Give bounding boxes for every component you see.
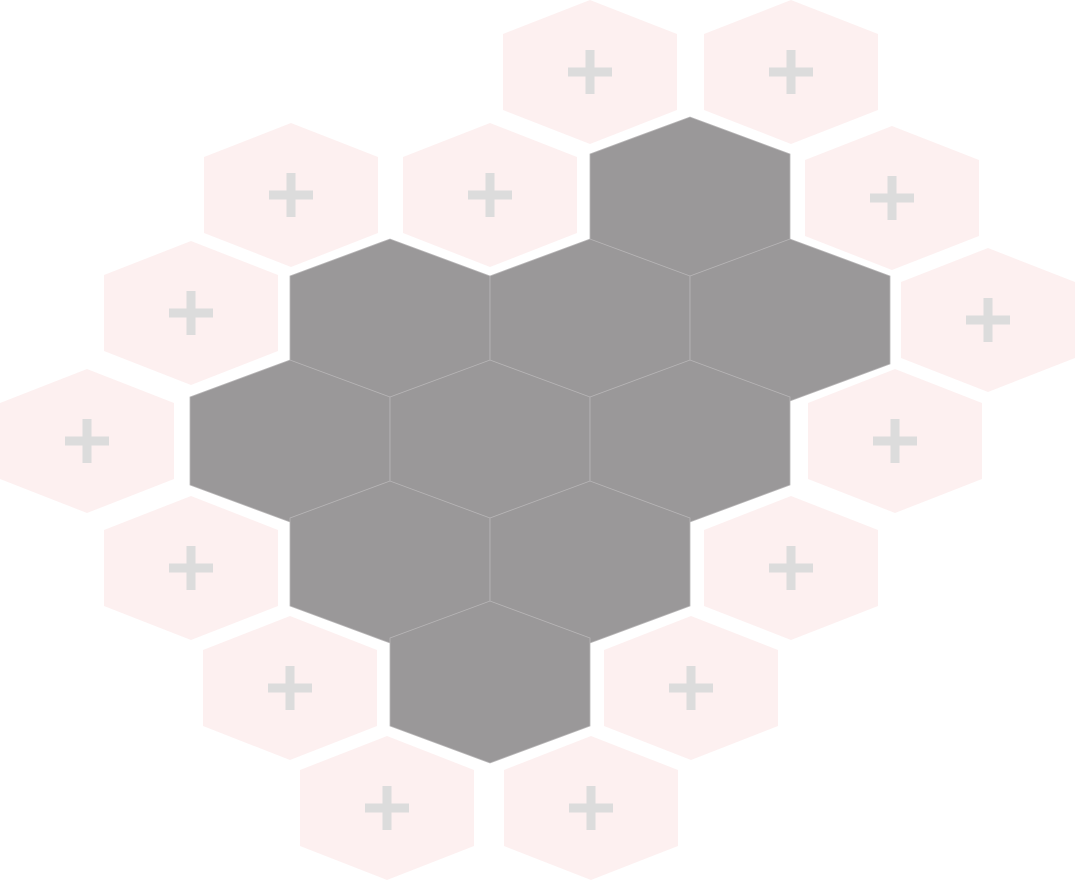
- empty-hex-slot[interactable]: [808, 369, 982, 513]
- empty-hex-slot-shape: [604, 616, 778, 760]
- empty-hex-slot[interactable]: [0, 369, 174, 513]
- empty-hex-slot[interactable]: [104, 496, 278, 640]
- empty-hex-slot-shape: [808, 369, 982, 513]
- empty-hex-slot-shape: [901, 248, 1075, 392]
- empty-hex-slot[interactable]: [805, 126, 979, 270]
- empty-hex-slot[interactable]: [403, 123, 577, 267]
- empty-hex-slot-shape: [204, 123, 378, 267]
- empty-hex-slot[interactable]: [504, 736, 678, 880]
- empty-hex-slot-shape: [0, 369, 174, 513]
- empty-hex-slot-shape: [104, 496, 278, 640]
- empty-hex-slot-shape: [104, 241, 278, 385]
- empty-hex-slot[interactable]: [604, 616, 778, 760]
- empty-hex-slot[interactable]: [901, 248, 1075, 392]
- placed-tiles-layer: [189, 116, 891, 764]
- empty-hex-slot-shape: [504, 736, 678, 880]
- empty-hex-slot-shape: [403, 123, 577, 267]
- empty-hex-slot-shape: [300, 736, 474, 880]
- empty-hex-slot-shape: [503, 0, 677, 144]
- empty-hex-slot[interactable]: [503, 0, 677, 144]
- empty-hex-slot[interactable]: [203, 616, 377, 760]
- empty-hex-slot[interactable]: [704, 496, 878, 640]
- empty-hex-slot-shape: [704, 496, 878, 640]
- empty-hex-slot[interactable]: [104, 241, 278, 385]
- empty-hex-slot-shape: [805, 126, 979, 270]
- empty-hex-slot[interactable]: [204, 123, 378, 267]
- empty-hex-slot[interactable]: [704, 0, 878, 144]
- empty-hex-slot-shape: [704, 0, 878, 144]
- placed-hex-tile[interactable]: [389, 600, 591, 764]
- empty-hex-slot-shape: [203, 616, 377, 760]
- empty-hex-slot[interactable]: [300, 736, 474, 880]
